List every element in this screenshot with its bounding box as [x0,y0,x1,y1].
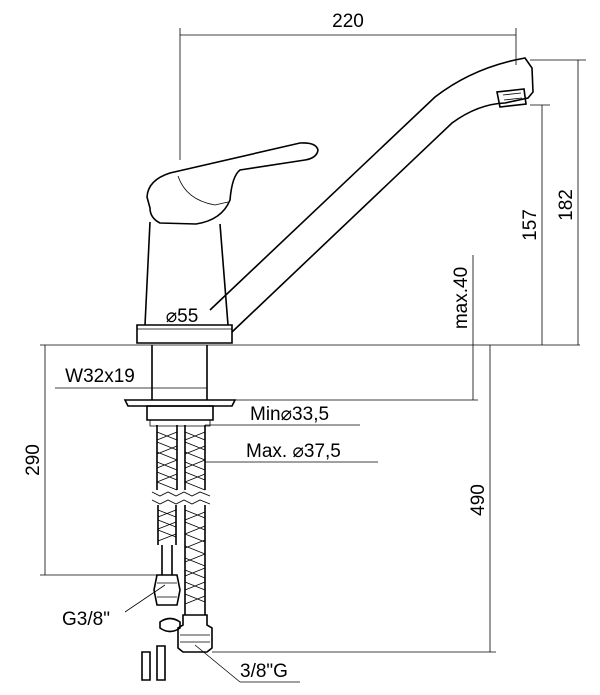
stud-bolt-2 [156,645,166,681]
dim-shank-thread: W32x19 [65,366,135,387]
dim-connection-right: 3/8"G [240,661,288,682]
seal-washer [159,617,181,633]
dim-total-height: 182 [556,189,577,221]
shank-assembly [123,345,237,427]
dim-hose-short: 290 [23,444,44,476]
dimension-lines [40,28,586,683]
faucet-body [136,57,534,344]
hose-right-upper [184,425,206,490]
hose-left-lower [157,505,177,545]
dim-hole-max: Max. ⌀37,5 [246,441,341,462]
dim-connection-left: G3/8" [62,609,110,630]
hose-break-mark [151,491,211,497]
spout-aerator [496,88,527,108]
dim-hose-long: 490 [468,484,489,516]
connector-right [177,614,213,653]
dim-max-deck: max.40 [451,267,472,329]
body-base [136,324,233,344]
hose-right-lower [184,505,206,615]
connector-left [153,574,181,606]
dim-spout-reach: 220 [332,11,364,32]
fixing-nut [146,405,214,421]
spout-arm [209,57,534,333]
accessories [141,617,181,681]
dimension-labels: 220 182 157 max.40 ⌀55 W32x19 Min⌀33,5 M… [23,11,577,682]
dim-base-diameter: ⌀55 [166,306,199,327]
dim-hole-min: Min⌀33,5 [250,404,329,425]
hose-left-upper [156,425,178,490]
lever-handle [146,142,319,225]
mounting-washer [123,399,237,407]
flex-hoses [151,425,213,653]
dim-spout-height: 157 [520,209,541,241]
body-cylinder [144,221,229,326]
stud-bolt-1 [141,651,151,681]
